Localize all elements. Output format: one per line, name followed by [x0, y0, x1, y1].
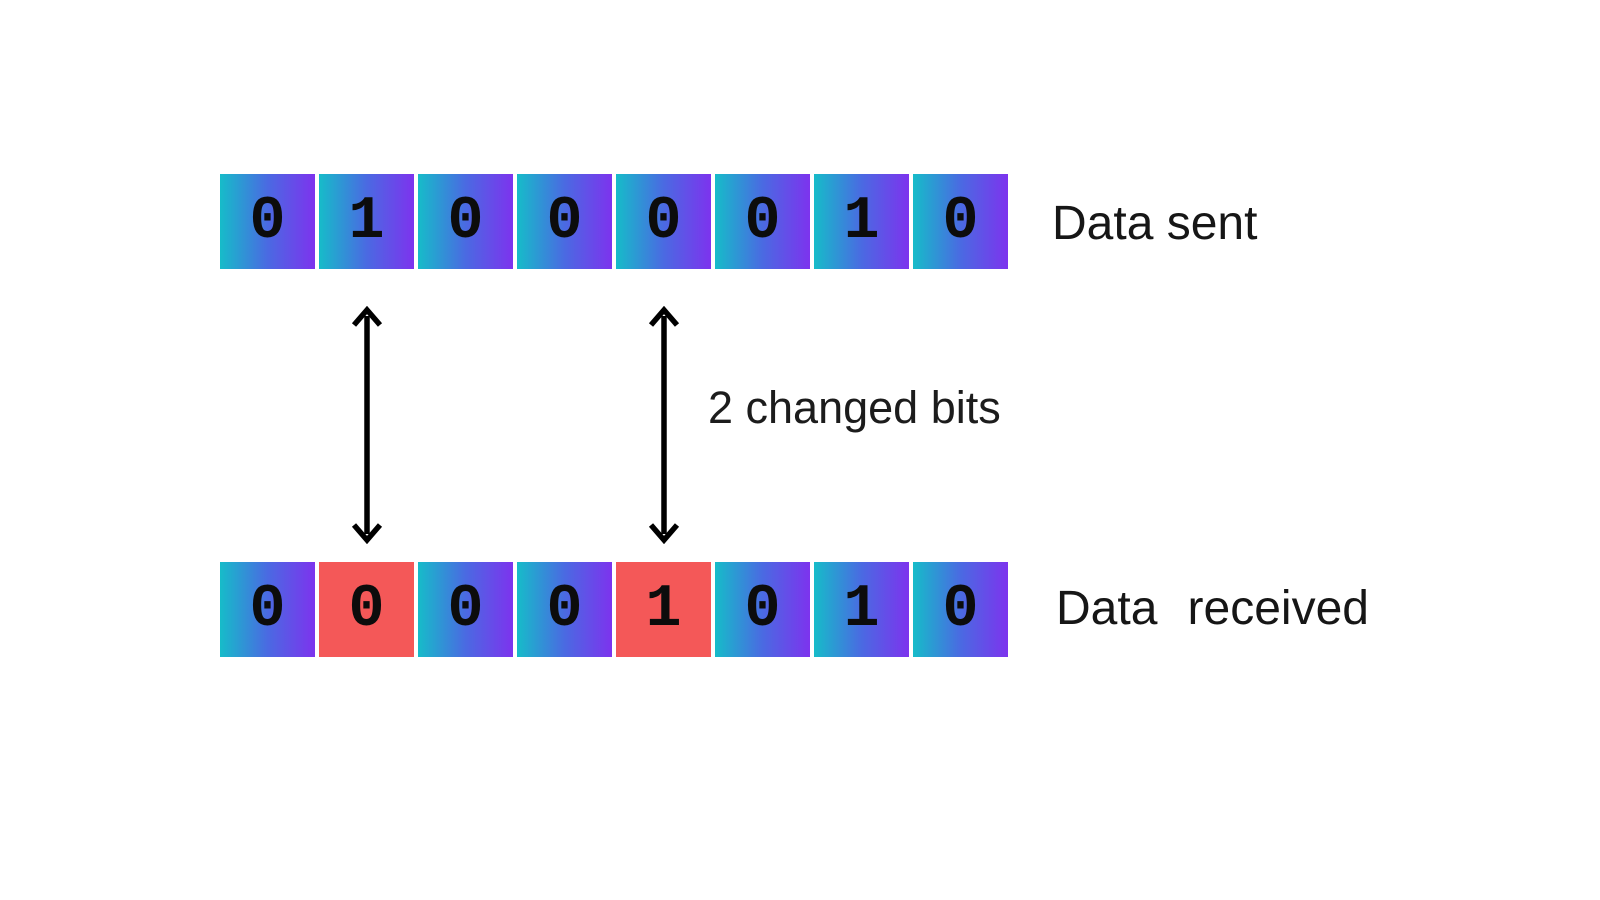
bit-cell-sent-1: 1	[319, 174, 414, 269]
bit-cell-received-3: 0	[517, 562, 612, 657]
changed-bit-arrow-2	[648, 306, 680, 544]
bit-cell-received-0: 0	[220, 562, 315, 657]
bit-cell-sent-2: 0	[418, 174, 513, 269]
bit-cell-sent-4: 0	[616, 174, 711, 269]
bit-cell-received-2: 0	[418, 562, 513, 657]
changed-bits-annotation: 2 changed bits	[708, 382, 1001, 433]
bit-cell-sent-0: 0	[220, 174, 315, 269]
bit-cell-sent-6: 1	[814, 174, 909, 269]
bit-cell-received-7: 0	[913, 562, 1008, 657]
bit-cell-received-1: 0	[319, 562, 414, 657]
bit-cell-received-5: 0	[715, 562, 810, 657]
data-received-label: Data received	[1056, 582, 1369, 635]
bit-cell-received-4: 1	[616, 562, 711, 657]
bit-cell-sent-3: 0	[517, 174, 612, 269]
data-sent-label: Data sent	[1052, 197, 1258, 250]
bit-cell-sent-5: 0	[715, 174, 810, 269]
changed-bit-arrow-1	[351, 306, 383, 544]
bit-cell-sent-7: 0	[913, 174, 1008, 269]
bit-cell-received-6: 1	[814, 562, 909, 657]
